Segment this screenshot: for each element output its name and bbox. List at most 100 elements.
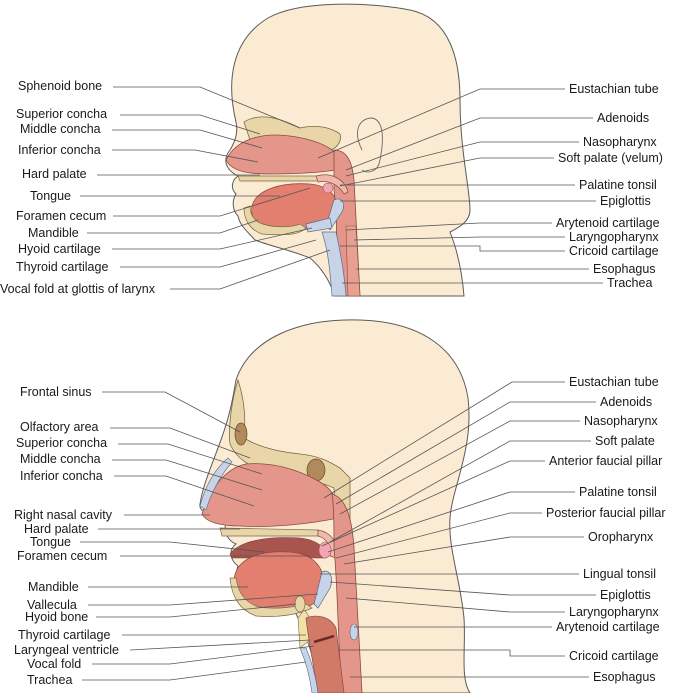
bottom-anatomy-illustration [199,319,471,693]
leader-inferior-concha [112,149,259,163]
leader-vocal-fold [92,645,315,665]
label-hard-palate: Hard palate [24,522,89,536]
leader-hyoid-bone [96,603,297,618]
label-hyoid-cartilage: Hyoid cartilage [18,242,101,256]
leader-sphenoid-bone [113,86,301,129]
leader-adenoids [345,117,593,171]
label-laryngeal-ventricle: Laryngeal ventricle [14,643,119,657]
leader-tongue [80,541,265,553]
leader-adenoids [335,401,596,505]
label-hard-palate: Hard palate [22,167,87,181]
leader-eustachian-tube [317,88,565,159]
frontal-sinus [234,422,248,446]
epiglottis [313,570,332,609]
leader-middle-concha [112,459,263,491]
top-figure-sagittal-head-neck: Sphenoid bone Superior concha Middle con… [0,0,675,300]
leader-frontal-sinus [102,391,241,433]
leader-soft-palate [329,440,591,543]
label-palatine-tonsil: Palatine tonsil [579,485,657,499]
leader-laryngopharynx [345,597,565,613]
leader-vocal-fold [170,249,331,290]
label-middle-concha: Middle concha [20,452,101,466]
label-oropharynx: Oropharynx [588,530,654,544]
label-superior-concha: Superior concha [16,107,108,121]
label-eustachian-tube: Eustachian tube [569,82,659,96]
label-cricoid-cartilage: Cricoid cartilage [569,649,659,663]
label-nasopharynx: Nasopharynx [584,414,658,428]
label-trachea: Trachea [607,276,653,290]
label-mandible: Mandible [28,226,79,240]
label-cricoid-cartilage: Cricoid cartilage [569,244,659,258]
label-adenoids: Adenoids [600,395,653,409]
leader-anterior-faucial-pillar [321,460,545,547]
leader-nasopharynx [339,420,580,515]
label-thyroid-cartilage: Thyroid cartilage [18,628,111,642]
larynx [305,615,345,693]
leader-laryngeal-ventricle [129,639,311,651]
soft-palate [315,174,349,195]
label-arytenoid-cartilage: Arytenoid cartilage [556,216,660,230]
label-laryngopharynx: Laryngopharynx [569,605,659,619]
leader-eustachian-tube [323,381,565,499]
leader-trachea [82,661,307,681]
label-trachea: Trachea [27,673,73,687]
leader-palatine-tonsil [327,491,575,553]
leader-superior-concha [118,443,263,475]
label-laryngopharynx: Laryngopharynx [569,230,659,244]
label-arytenoid-cartilage: Arytenoid cartilage [556,620,660,634]
leader-cricoid-bracket [340,245,565,252]
bottom-leader-lines [80,381,596,681]
label-epiglottis: Epiglottis [600,588,651,602]
label-middle-concha: Middle concha [20,122,101,136]
label-epiglottis: Epiglottis [600,194,651,208]
label-esophagus: Esophagus [593,670,656,684]
label-posterior-faucial-pillar: Posterior faucial pillar [546,506,666,520]
leader-hyoid-cartilage [112,227,313,250]
leader-posterior-faucial-pillar [335,512,542,559]
leader-epiglottis [329,581,596,596]
leader-middle-concha [112,129,263,149]
leader-superior-concha [120,114,261,135]
label-vallecula: Vallecula [27,598,77,612]
leader-laryngopharynx [353,236,565,241]
label-thyroid-cartilage: Thyroid cartilage [16,260,109,274]
mandible [229,577,313,617]
label-olfactory-area: Olfactory area [20,420,99,434]
label-inferior-concha: Inferior concha [20,469,103,483]
palatine-tonsil [322,182,334,194]
leader-mandible [87,219,259,234]
leader-oropharynx [343,536,584,565]
leader-thyroid-cartilage [120,239,317,268]
label-foramen-cecum: Foramen cecum [16,209,107,223]
label-esophagus: Esophagus [593,262,656,276]
label-sphenoid-bone: Sphenoid bone [18,79,103,93]
label-mandible: Mandible [28,580,79,594]
leader-nasopharynx [345,141,579,177]
arytenoid-cartilage [349,623,359,641]
label-frontal-sinus: Frontal sinus [20,385,92,399]
label-nasopharynx: Nasopharynx [583,135,657,149]
nasal-cartilage [199,457,233,511]
label-soft-palate: Soft palate [595,434,655,448]
label-superior-concha: Superior concha [16,436,108,450]
leader-vallecula [88,593,319,606]
label-lingual-tonsil: Lingual tonsil [583,567,656,581]
label-soft-palate-velum: Soft palate (velum) [558,151,663,165]
top-anatomy-illustration [225,3,471,297]
esophagus [345,225,361,297]
leader-olfactory-area [110,427,251,459]
label-adenoids: Adenoids [597,111,650,125]
pharynx [331,493,363,693]
label-right-nasal-cavity: Right nasal cavity [14,508,112,522]
leader-inferior-concha [114,475,255,507]
mandible [243,205,307,236]
label-vocal-fold-glottis: Vocal fold at glottis of larynx [0,282,155,296]
label-anterior-faucial-pillar: Anterior faucial pillar [549,454,663,468]
trachea-rings [299,647,319,693]
label-foramen-cecum: Foramen cecum [17,549,108,563]
top-leader-lines [80,86,603,290]
laryngeal-ventricle [313,634,335,644]
label-inferior-concha: Inferior concha [18,143,101,157]
label-tongue: Tongue [30,535,72,549]
leader-arytenoid [345,222,552,231]
